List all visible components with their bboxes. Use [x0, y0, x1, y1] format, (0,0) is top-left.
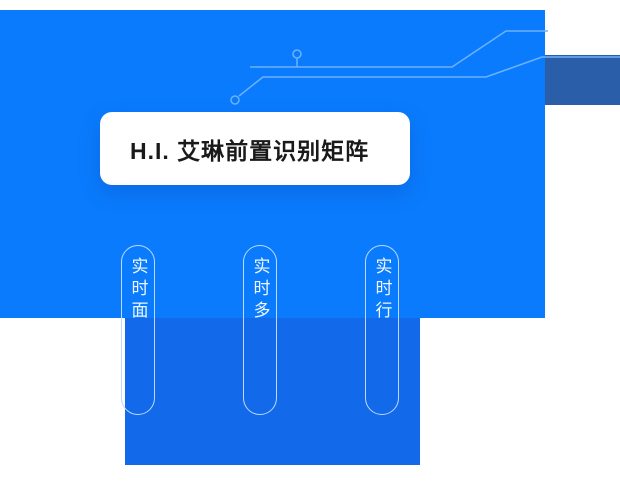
feature-pill-3: 实时行 — [365, 245, 399, 415]
dark-accent-rect — [545, 55, 620, 105]
feature-pill-label: 实时面 — [128, 257, 148, 323]
bottom-panel — [125, 318, 420, 465]
page-title: H.I. 艾琳前置识别矩阵 — [130, 137, 370, 164]
feature-pill-1: 实时面 — [121, 245, 155, 415]
title-card: H.I. 艾琳前置识别矩阵 — [100, 112, 410, 185]
feature-pill-label: 实时行 — [372, 257, 392, 323]
feature-pill-label: 实时多 — [250, 257, 270, 323]
feature-pill-2: 实时多 — [243, 245, 277, 415]
